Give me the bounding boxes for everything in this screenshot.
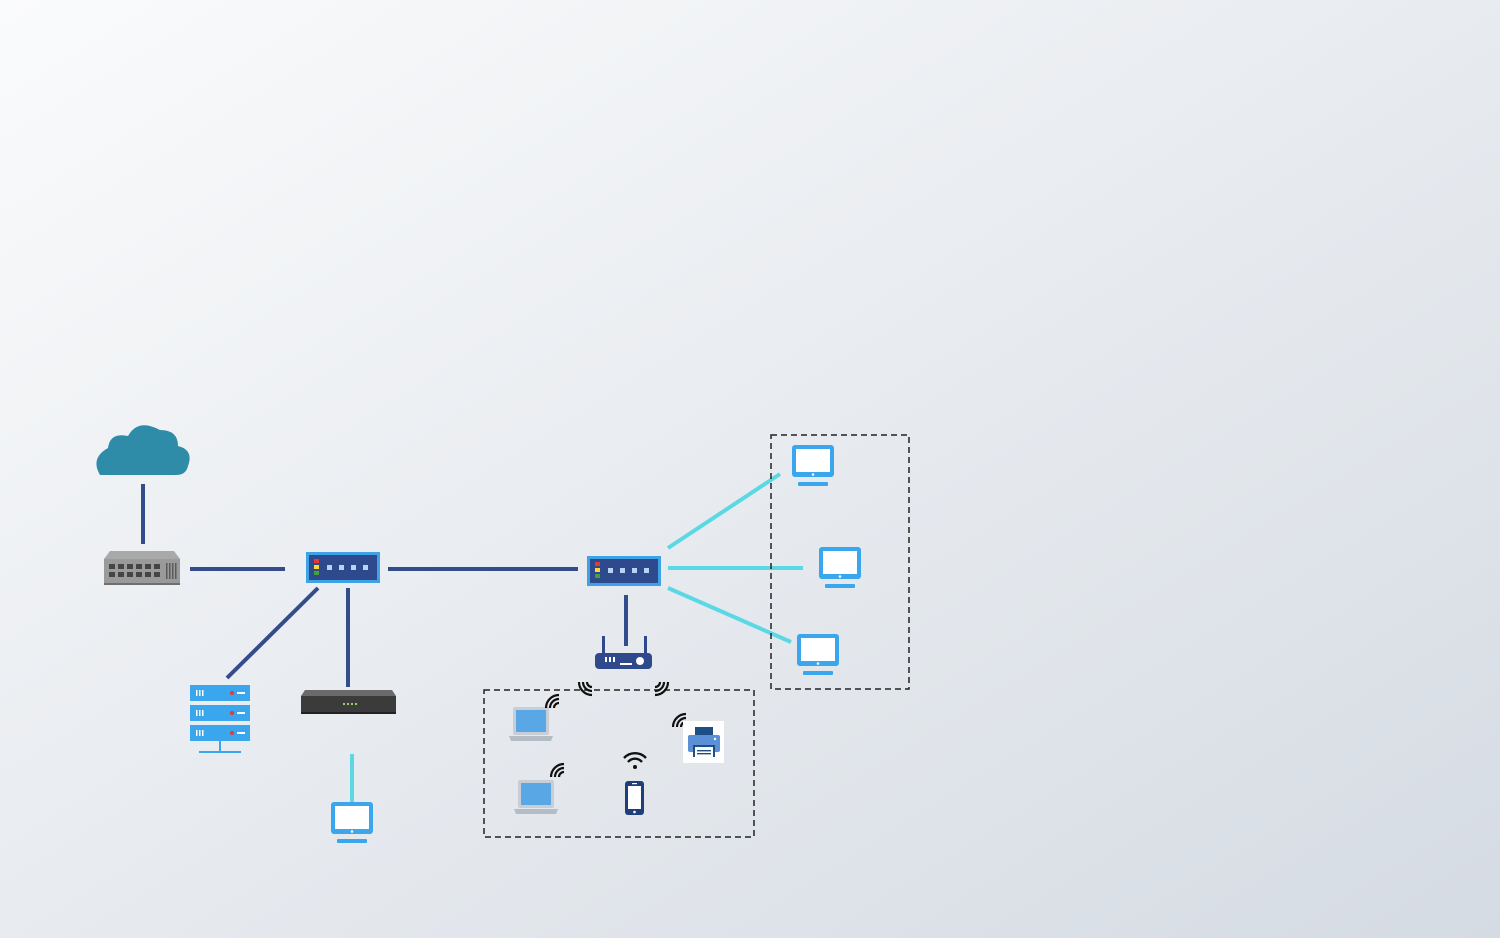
group-wired-desktops bbox=[770, 434, 910, 690]
laptop-icon[interactable] bbox=[509, 707, 553, 741]
link-core-switch-server bbox=[225, 586, 320, 680]
cloud-icon[interactable] bbox=[96, 425, 190, 475]
monitor-icon[interactable] bbox=[797, 634, 839, 675]
link-access-switch-desktop-1 bbox=[666, 472, 782, 550]
laptop-signal-icon bbox=[549, 762, 566, 779]
router-signal-right-icon bbox=[653, 680, 670, 697]
link-access-switch-desktop-3 bbox=[667, 586, 792, 644]
server-icon[interactable] bbox=[190, 685, 250, 753]
switch-icon[interactable] bbox=[306, 552, 380, 583]
laptop-signal-icon bbox=[544, 693, 561, 710]
firewall-icon[interactable] bbox=[104, 551, 180, 585]
nas-icon[interactable] bbox=[301, 690, 396, 714]
monitor-icon[interactable] bbox=[331, 802, 373, 843]
switch-icon[interactable] bbox=[587, 556, 661, 586]
router-icon[interactable] bbox=[595, 636, 652, 669]
phone-icon[interactable] bbox=[625, 781, 644, 815]
group-wireless-clients bbox=[483, 689, 755, 838]
laptop-icon[interactable] bbox=[514, 780, 558, 814]
monitor-icon[interactable] bbox=[819, 547, 861, 588]
monitor-icon[interactable] bbox=[792, 445, 834, 486]
router-signal-left-icon bbox=[577, 680, 594, 697]
printer-icon[interactable] bbox=[683, 721, 724, 763]
wifi-icon bbox=[623, 752, 647, 769]
